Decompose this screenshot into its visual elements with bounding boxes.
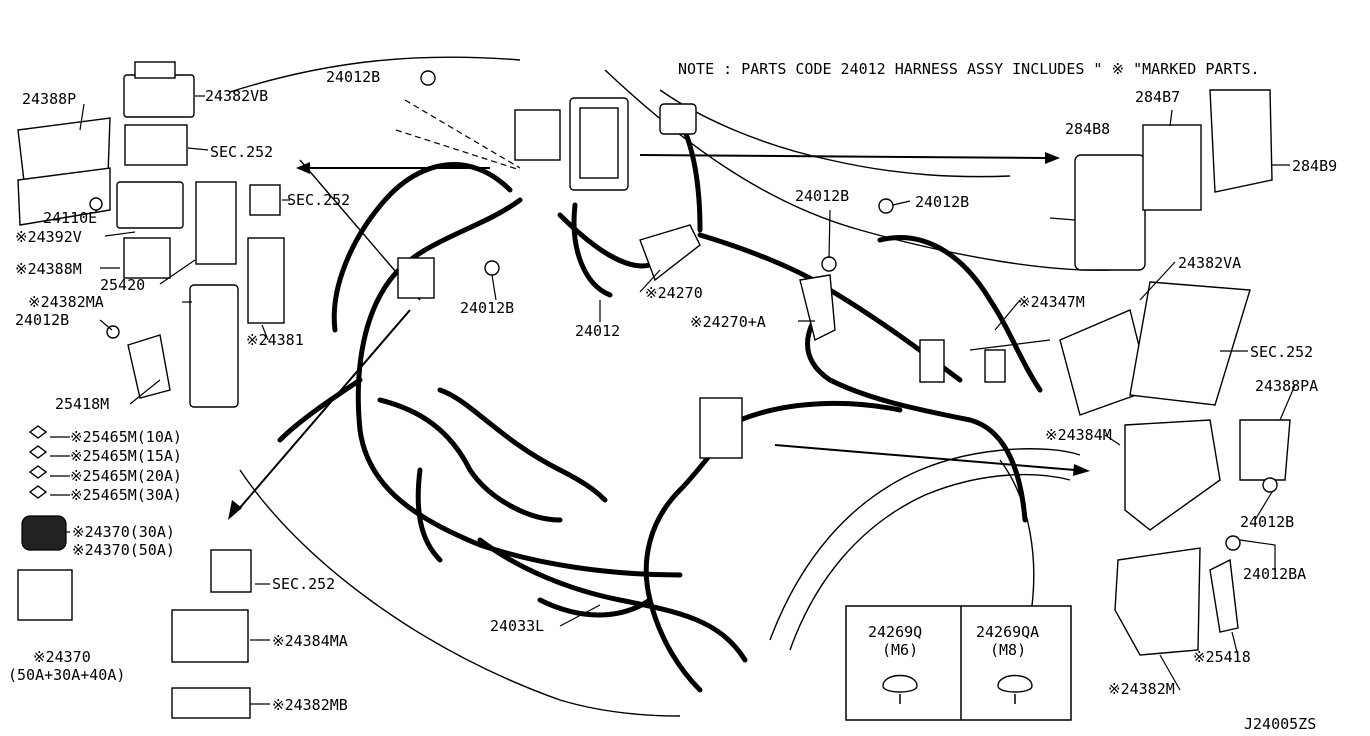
left-parts bbox=[17, 61, 285, 719]
right-parts bbox=[1059, 89, 1291, 656]
label-24012: 24012 bbox=[575, 322, 620, 340]
bolts bbox=[89, 70, 1278, 551]
inset-right-size: (M8) bbox=[990, 641, 1026, 659]
label-24270A: ※24270+A bbox=[690, 313, 766, 331]
label-24012B-left: 24012B bbox=[15, 311, 69, 329]
part-labels: NOTE : PARTS CODE 24012 HARNESS ASSY INC… bbox=[8, 60, 1337, 733]
label-24382MB: ※24382MB bbox=[272, 696, 348, 714]
label-24270: ※24270 bbox=[645, 284, 703, 302]
label-25420: 25420 bbox=[100, 276, 145, 294]
label-sec252-a: SEC.252 bbox=[210, 143, 273, 161]
label-24382MA: ※24382MA bbox=[28, 293, 104, 311]
label-284B9: 284B9 bbox=[1292, 157, 1337, 175]
label-24370-sub: (50A+30A+40A) bbox=[8, 666, 125, 684]
label-relay-50a: ※24370(50A) bbox=[72, 541, 175, 559]
label-sec252-d: SEC.252 bbox=[1250, 343, 1313, 361]
label-24382VA: 24382VA bbox=[1178, 254, 1241, 272]
label-fuse-10a: ※25465M(10A) bbox=[70, 428, 182, 446]
label-24388M: ※24388M bbox=[15, 260, 82, 278]
label-24012BA: 24012BA bbox=[1243, 565, 1306, 583]
label-24012B-r2: 24012B bbox=[915, 193, 969, 211]
label-24033L: 24033L bbox=[490, 617, 544, 635]
clip-inset-box: 24269Q (M6) 24269QA (M8) bbox=[845, 605, 1072, 721]
label-24012B-top: 24012B bbox=[326, 68, 380, 86]
label-24012B-mid: 24012B bbox=[460, 299, 514, 317]
inset-right-code: 24269QA bbox=[976, 623, 1039, 641]
inset-left-code: 24269Q bbox=[868, 623, 922, 641]
direction-arrows bbox=[228, 152, 1090, 520]
note-text: NOTE : PARTS CODE 24012 HARNESS ASSY INC… bbox=[678, 60, 1260, 78]
label-fuse-20a: ※25465M(20A) bbox=[70, 467, 182, 485]
label-24381: ※24381 bbox=[246, 331, 304, 349]
diagram-code: J24005ZS bbox=[1244, 715, 1316, 733]
label-sec252-c: SEC.252 bbox=[272, 575, 335, 593]
label-relay-30a: ※24370(30A) bbox=[72, 523, 175, 541]
inset-left-size: (M6) bbox=[882, 641, 918, 659]
label-24347M: ※24347M bbox=[1018, 293, 1085, 311]
label-284B8: 284B8 bbox=[1065, 120, 1110, 138]
main-harness bbox=[277, 117, 1043, 693]
label-24392V: ※24392V bbox=[15, 228, 82, 246]
central-components bbox=[397, 97, 1006, 459]
clip-m6-icon bbox=[882, 674, 918, 693]
label-24382M: ※24382M bbox=[1108, 680, 1175, 698]
label-24384M: ※24384M bbox=[1045, 426, 1112, 444]
label-25418M: 25418M bbox=[55, 395, 109, 413]
label-24388PA: 24388PA bbox=[1255, 377, 1318, 395]
label-fuse-15a: ※25465M(15A) bbox=[70, 447, 182, 465]
label-24384MA: ※24384MA bbox=[272, 632, 348, 650]
clip-m8-icon bbox=[997, 674, 1033, 693]
label-24388P: 24388P bbox=[22, 90, 76, 108]
label-24370: ※24370 bbox=[33, 648, 91, 666]
label-fuse-30a: ※25465M(30A) bbox=[70, 486, 182, 504]
label-sec252-b: SEC.252 bbox=[287, 191, 350, 209]
label-25418: ※25418 bbox=[1193, 648, 1251, 666]
label-24012B-r1: 24012B bbox=[795, 187, 849, 205]
label-284B7: 284B7 bbox=[1135, 88, 1180, 106]
label-24382VB: 24382VB bbox=[205, 87, 268, 105]
label-24110E: 24110E bbox=[43, 209, 97, 227]
label-24012B-r3: 24012B bbox=[1240, 513, 1294, 531]
leader-lines bbox=[50, 95, 1296, 705]
